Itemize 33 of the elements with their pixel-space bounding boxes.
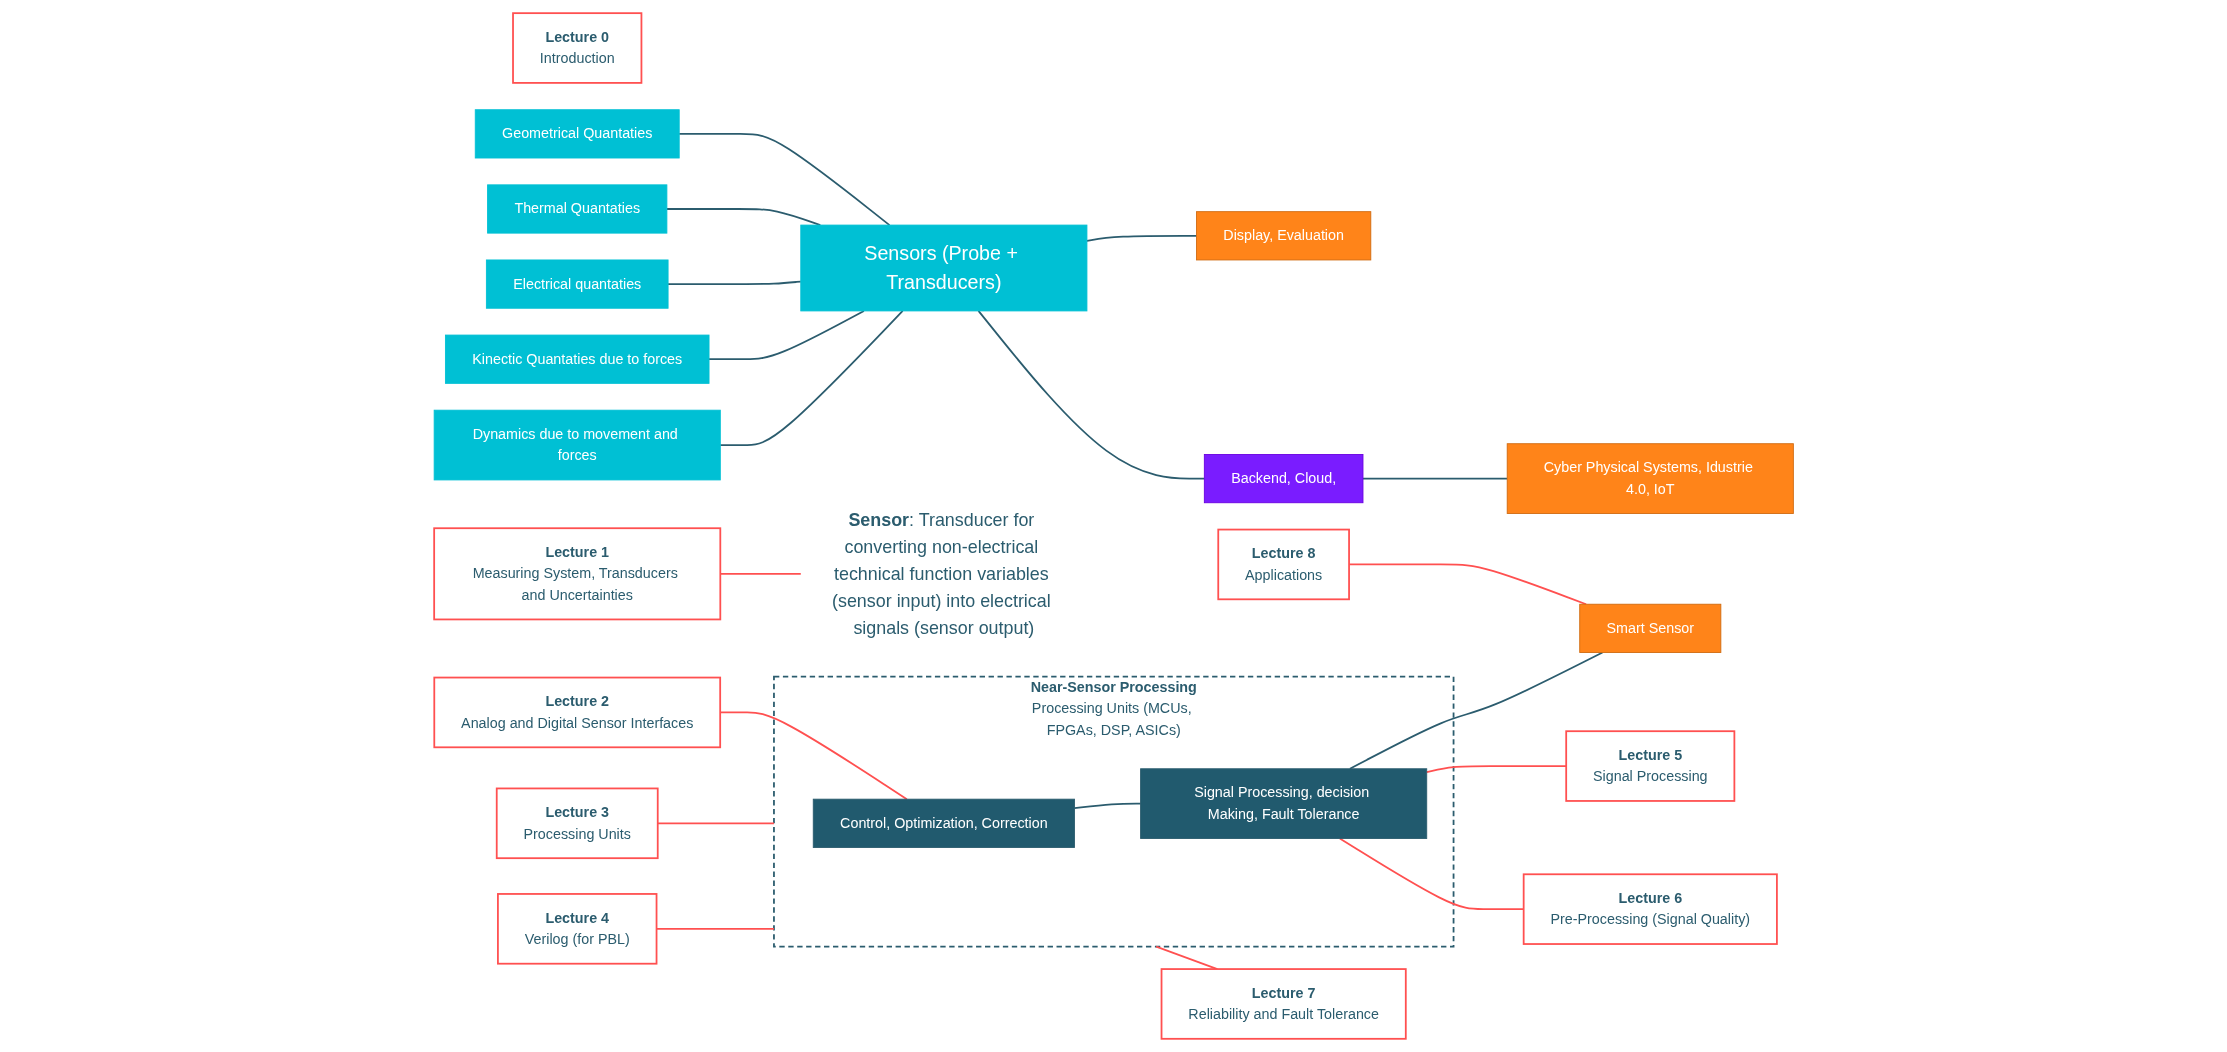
node-box: Smart Sensor xyxy=(1579,603,1722,653)
node-box: Display, Evaluation xyxy=(1195,211,1371,261)
connector xyxy=(719,310,904,446)
node-box: Lecture 2 Analog and Digital Sensor Interfaces xyxy=(433,676,721,749)
node-box: Lecture 5 Signal Processing xyxy=(1565,730,1735,802)
connector xyxy=(977,310,1205,480)
connector xyxy=(707,310,865,361)
node-box: Lecture 1 Measuring System, Transducers and Uncertainties xyxy=(433,527,721,621)
connector xyxy=(666,280,802,285)
connector xyxy=(1348,651,1604,770)
node-box: Control, Optimization, Correction xyxy=(812,798,1075,848)
connector xyxy=(665,208,821,226)
connector xyxy=(678,133,891,226)
node-box: Lecture 0 Introduction xyxy=(511,12,643,84)
node-box: Lecture 6 Pre-Processing (Signal Quality) xyxy=(1522,873,1778,945)
node-box: Lecture 3 Processing Units xyxy=(495,787,659,860)
connector xyxy=(719,711,908,801)
node-box: Sensors (Probe + Transducers) xyxy=(800,224,1088,312)
node-box: Lecture 4 Verilog (for PBL) xyxy=(496,893,658,965)
node-text: Sensor: Transducer for converting non-electrical technical function variables (sensor input) into electrical signals (sensor output) xyxy=(831,510,1051,638)
node-box: Lecture 7 Reliability and Fault Tolerance xyxy=(1160,968,1407,1040)
node-box: Thermal Quantaties xyxy=(486,184,668,234)
node-box: Backend, Cloud, xyxy=(1203,454,1364,504)
node-box: Dynamics due to movement and forces xyxy=(433,409,721,481)
connector xyxy=(1361,477,1508,480)
node-box: Signal Processing, decision Making, Fault Tolerance xyxy=(1139,768,1427,839)
node-box: Electrical quantaties xyxy=(485,259,669,309)
node-box: Cyber Physical Systems, Idustrie 4.0, IoT xyxy=(1506,443,1794,514)
node-box: Kinectic Quantaties due to forces xyxy=(444,334,710,384)
connector xyxy=(1073,802,1142,810)
node-box: Lecture 8 Applications xyxy=(1217,528,1350,601)
connector xyxy=(1085,234,1198,242)
node-box: Geometrical Quantaties xyxy=(474,109,680,159)
